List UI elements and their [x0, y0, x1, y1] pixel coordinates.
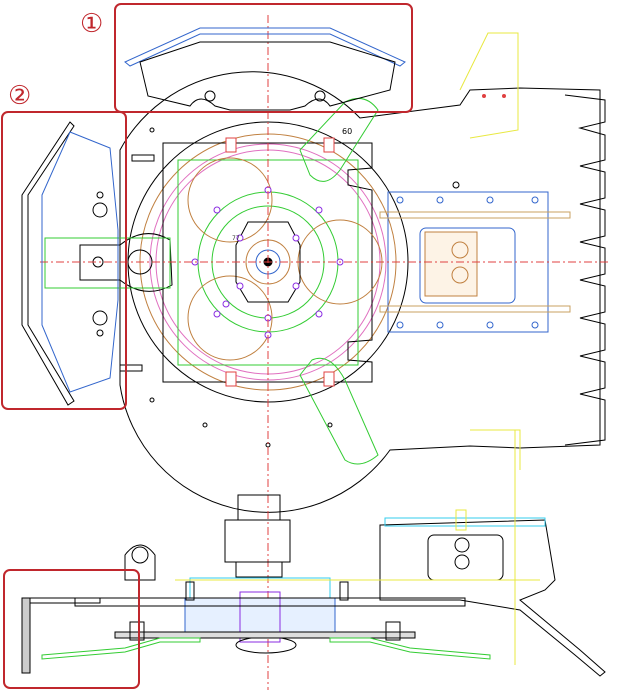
hub-bottom [235, 636, 297, 654]
bracket-2-blade [21, 121, 75, 406]
callout-label-2: ② [8, 81, 31, 111]
side-view [41, 430, 606, 677]
side-bolts [129, 581, 401, 641]
orange-box-hole-1 [451, 241, 469, 259]
bracket-1-hole-left [204, 90, 216, 102]
bolt-holes [191, 186, 344, 339]
lifting-eye [124, 544, 156, 581]
tab-left-top [131, 154, 155, 162]
base-plate-outline [119, 71, 601, 513]
tab-left-bottom [119, 364, 143, 372]
bracket-2-body [41, 131, 119, 393]
yellow-dot-2 [502, 94, 506, 98]
blue-frame-bolts [396, 196, 539, 329]
left-green-bar [44, 237, 171, 289]
bracket-2-hole-bottom [92, 310, 108, 326]
side-bottom-plate [114, 631, 416, 639]
yellow-rod [455, 509, 467, 531]
dim-60: 60 [342, 127, 352, 136]
motor-cap [235, 561, 283, 578]
right-roller-2 [454, 554, 470, 570]
comb-teeth [564, 94, 606, 446]
callout-frame-1 [114, 3, 413, 113]
yellow-dot-1 [482, 94, 486, 98]
callout-frame-3 [3, 569, 140, 689]
callout-frame-2 [1, 111, 127, 410]
green-arm-top [299, 97, 379, 182]
right-housing-top [384, 517, 546, 527]
rail-bottom [379, 305, 571, 313]
side-blade [21, 597, 31, 674]
green-blade-right [329, 637, 491, 660]
side-blade-arm [29, 597, 101, 604]
blue-frame-inner [419, 227, 516, 304]
brown-circle-bottom [187, 275, 273, 361]
blue-hub-body [184, 597, 336, 634]
right-roller-1 [454, 537, 470, 553]
orange-box [424, 231, 478, 297]
callout-frames [1, 3, 413, 689]
bracket-1-blade [124, 27, 406, 67]
side-hole [452, 181, 460, 189]
plate-bolts [225, 137, 335, 387]
yellow-outline [459, 32, 521, 470]
part-2-side-view [21, 597, 101, 674]
callout-label-1: ① [80, 9, 103, 39]
rail-top [379, 211, 571, 219]
bracket-2-hole-small-2 [96, 329, 104, 337]
bracket-1-body [139, 41, 396, 111]
motor-body [224, 519, 291, 563]
central-hub [235, 221, 301, 303]
motor-top [237, 494, 281, 521]
green-blade-left [41, 637, 201, 660]
bracket-2-hole-small-1 [96, 191, 104, 199]
part-2-bracket [21, 121, 119, 406]
purple-hub [239, 591, 281, 643]
orange-box-hole-2 [451, 266, 469, 284]
yellow-side-line [175, 430, 540, 665]
right-inner-box [427, 534, 504, 581]
bracket-2-hole-top [92, 202, 108, 218]
mount-plate [162, 142, 373, 383]
lifting-eye-hole [131, 546, 149, 564]
part-1-bracket [124, 27, 406, 111]
bracket-1-hole-right [314, 90, 326, 102]
right-housing [379, 519, 606, 677]
perimeter-holes [149, 127, 333, 448]
dim-77: 77 [232, 235, 240, 242]
green-arm-bottom [299, 357, 379, 465]
brown-circle-left [187, 157, 273, 243]
side-base-plate [74, 597, 466, 607]
